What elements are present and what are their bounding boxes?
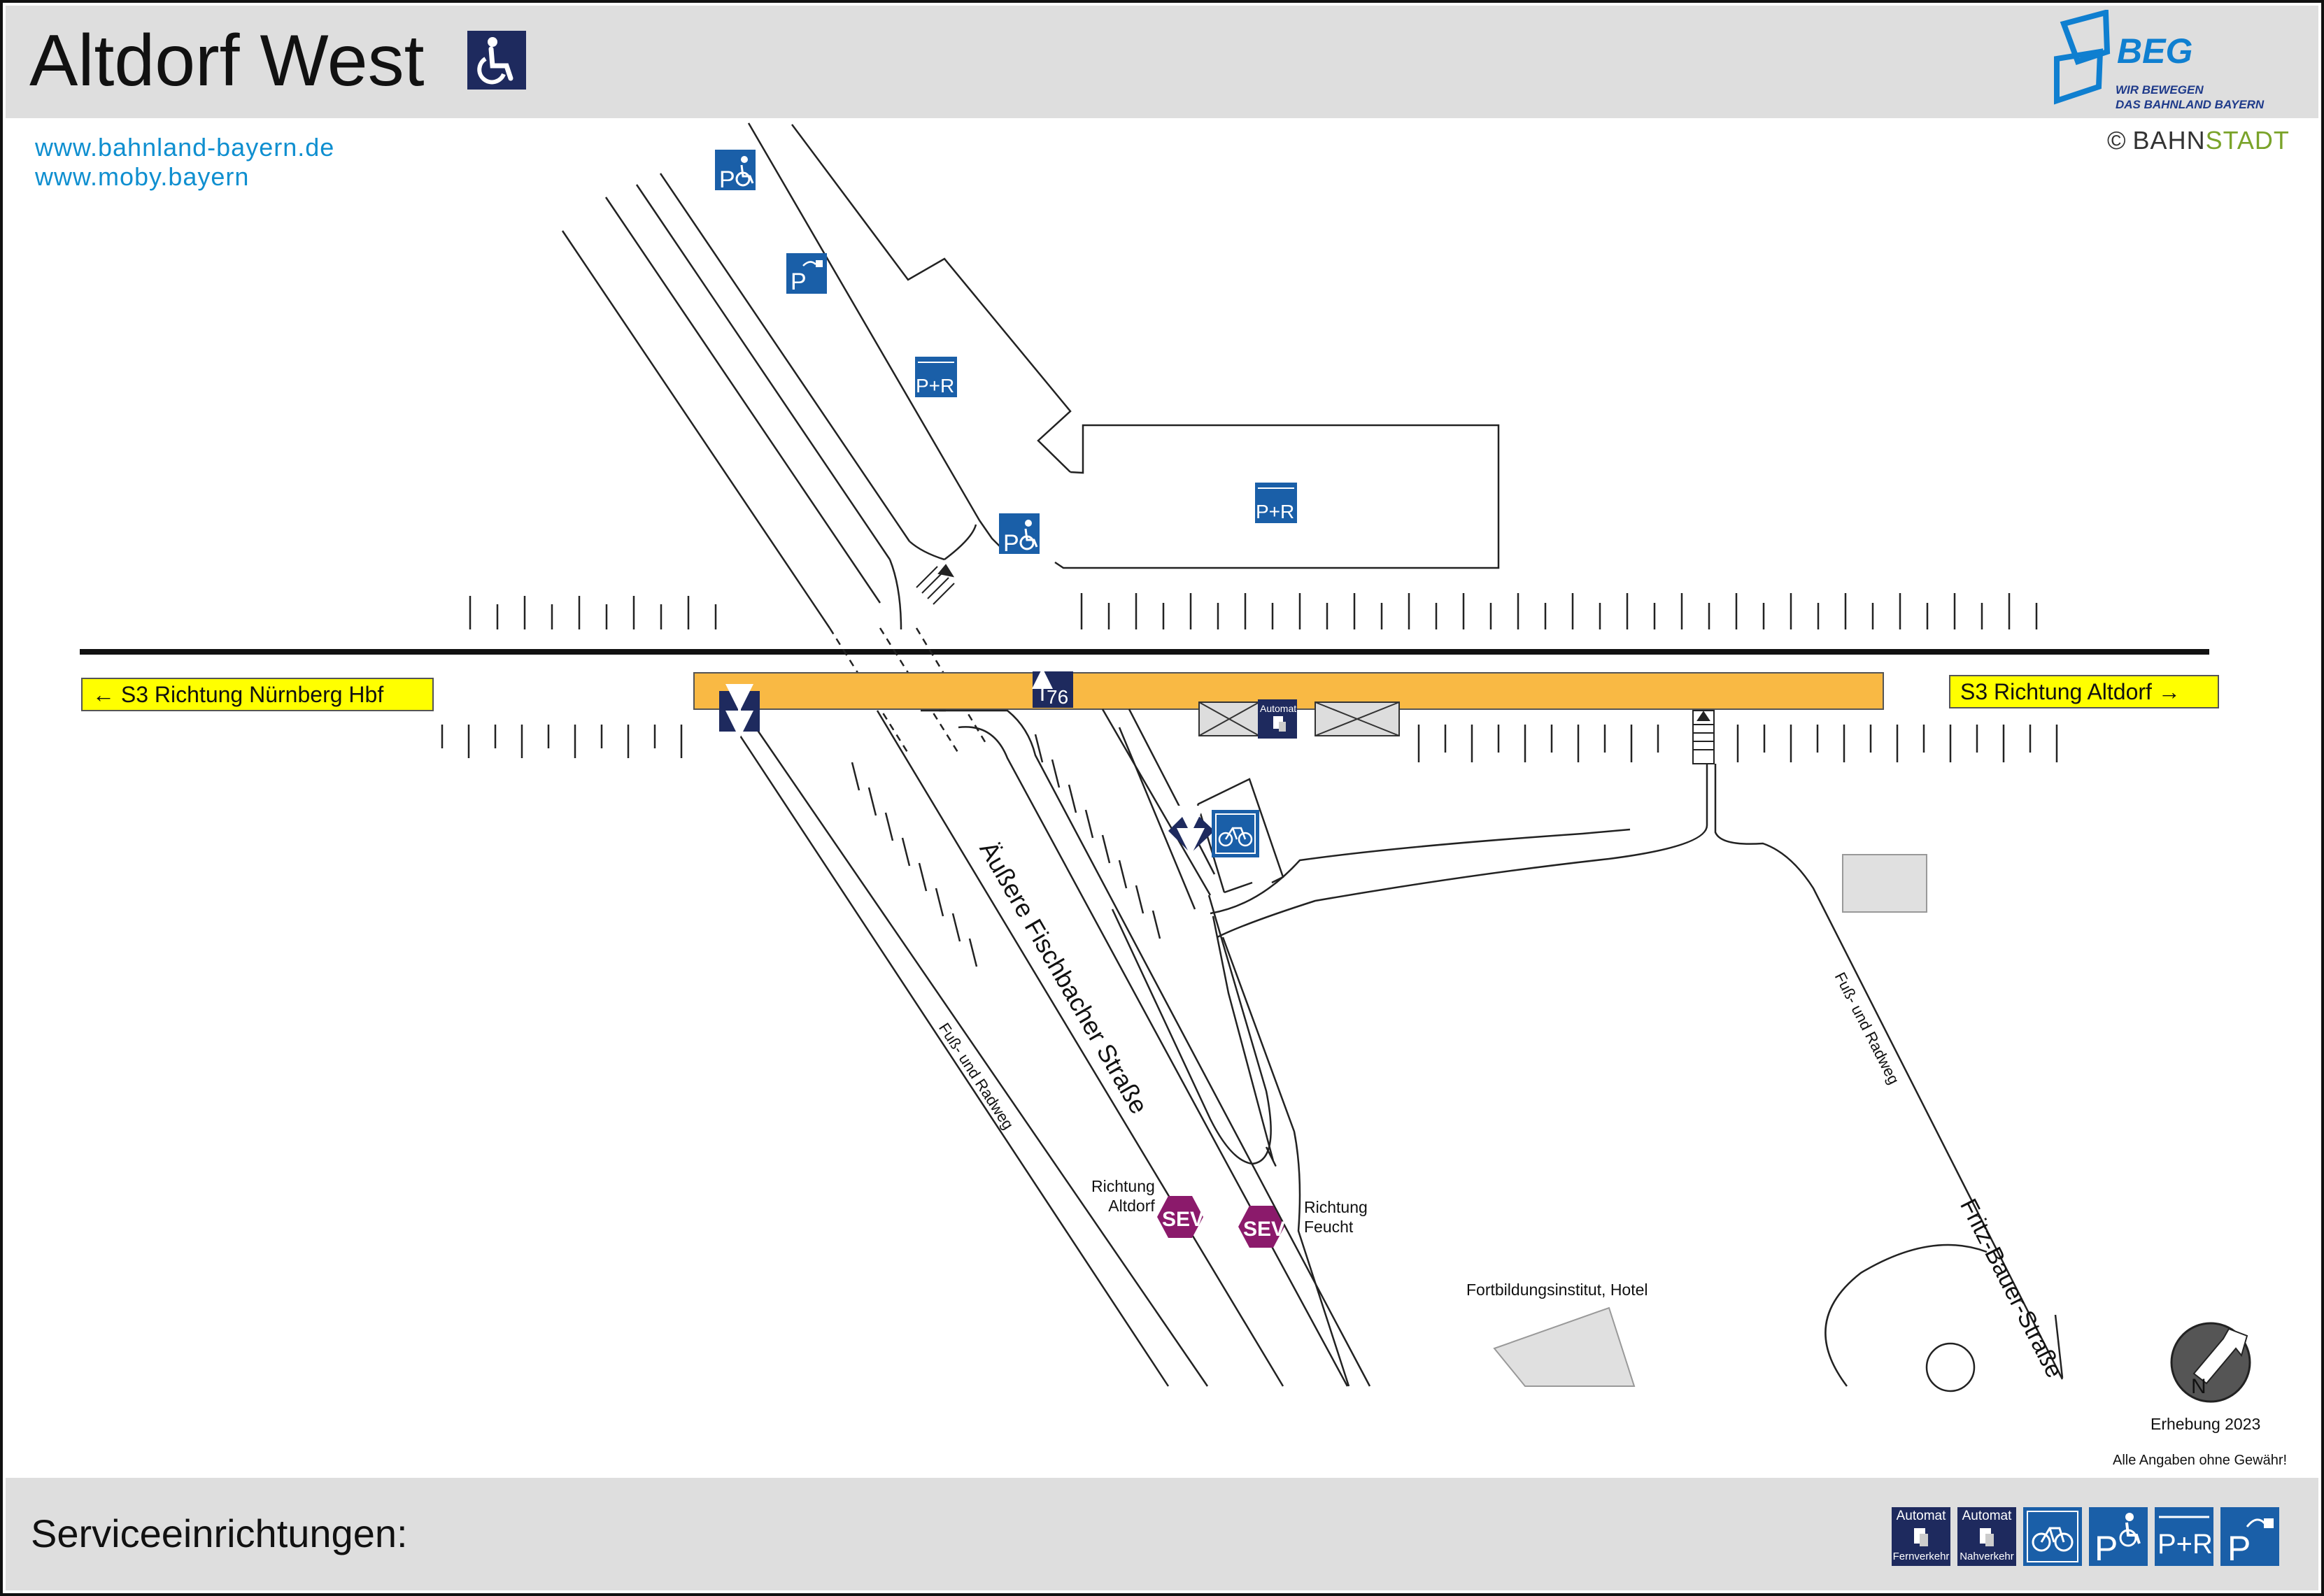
track-tick [1101, 834, 1111, 864]
beg-logo-name: BEG [2117, 31, 2193, 71]
copyright: © BAHNSTADT [2107, 126, 2290, 155]
arrow-right-icon: → [2158, 679, 2181, 704]
website-links: www.bahnland-bayern.de www.moby.bayern [35, 133, 334, 192]
beg-slogan-line-1: WIR BEWEGEN [2116, 83, 2204, 97]
disabled-parking-icon[interactable]: P [715, 150, 756, 193]
beg-slogan: WIR BEWEGEN DAS BAHNLAND BAYERN [2116, 83, 2264, 112]
park-and-ride-icon[interactable]: P+R [915, 357, 957, 397]
service-parking-letter: P [2227, 1529, 2251, 1566]
roads-south [736, 708, 2064, 1392]
service-item-subtitle: Nahverkehr [1960, 1551, 2014, 1562]
track-tick [1068, 784, 1077, 813]
svg-text:P: P [791, 269, 807, 295]
sev-bus-stop-icon[interactable]: SEV [1157, 1196, 1204, 1238]
copyright-name-2: STADT [2205, 126, 2290, 155]
track-tick [867, 787, 877, 816]
elevator-icon-south[interactable] [1168, 806, 1214, 856]
copyright-name-1: BAHN [2132, 126, 2206, 155]
parking-letter: P [719, 166, 735, 193]
bus-direction-feucht-line-1: Richtung [1304, 1198, 1368, 1216]
direction-right-label: S3 Richtung Altdorf [1960, 679, 2152, 704]
track-number: 76 [1047, 686, 1068, 708]
compass-icon [2170, 1322, 2251, 1403]
park-and-ride-icon-east[interactable]: P+R [1255, 483, 1297, 523]
direction-sign-nuernberg: ← S3 Richtung Nürnberg Hbf [81, 678, 434, 711]
survey-year: Erhebung 2023 [2151, 1415, 2261, 1433]
track-tick [1034, 734, 1044, 763]
header-bar [6, 6, 2318, 118]
svg-text:SEV: SEV [1243, 1218, 1285, 1241]
service-parking-letter: P [2095, 1529, 2118, 1566]
svg-text:SEV: SEV [1162, 1208, 1204, 1231]
ticket-machine-regional-icon[interactable]: Automat Nahverkehr [1957, 1507, 2016, 1566]
track-tick [1118, 860, 1128, 889]
track-ticks-north [469, 593, 2038, 629]
sev-bus-stop-icon-2[interactable]: SEV [1238, 1206, 1285, 1248]
bicycle-parking-service-icon[interactable] [2023, 1507, 2082, 1566]
station-name: Altdorf West [29, 20, 425, 101]
embankment-ticks [851, 734, 1161, 967]
bus-direction-altdorf-line-2: Altdorf [1108, 1197, 1155, 1215]
ticket-machine-longdistance-icon[interactable]: Automat Fernverkehr [1892, 1507, 1950, 1566]
svg-text:Automat: Automat [1260, 703, 1296, 714]
platform-shelters [1198, 701, 1400, 736]
ticket-machine-icon[interactable]: Automat [1258, 699, 1297, 739]
bicycle-parking-icon[interactable] [1212, 810, 1259, 857]
service-item-title: Automat [1962, 1509, 2012, 1523]
track-tick [1152, 910, 1161, 939]
service-pr-text: P+R [2158, 1529, 2213, 1560]
track-tick [968, 938, 978, 967]
bus-direction-feucht: Richtung Feucht [1304, 1197, 1368, 1237]
track-tick [851, 762, 860, 791]
track-ticks-south [441, 725, 2058, 762]
svg-text:P+R: P+R [1256, 501, 1294, 522]
track-tick [935, 888, 944, 917]
svg-text:P: P [1003, 530, 1019, 557]
direction-left-label: S3 Richtung Nürnberg Hbf [120, 682, 384, 707]
building-east [1842, 854, 1927, 913]
rail-lines-north [561, 173, 977, 630]
park-and-ride-service-icon[interactable]: P+R [2155, 1507, 2213, 1566]
disabled-parking-service-icon[interactable]: P [2089, 1507, 2148, 1568]
track-tick [1084, 809, 1094, 839]
arrow-left-icon: ← [92, 682, 115, 707]
track-tick [1051, 759, 1061, 788]
stairs-north [916, 564, 955, 605]
beg-slogan-line-2: DAS BAHNLAND BAYERN [2116, 98, 2265, 111]
disabled-parking-icon-2[interactable]: P [999, 513, 1040, 557]
track-tick [918, 862, 928, 892]
direction-sign-altdorf: S3 Richtung Altdorf → [1949, 675, 2219, 708]
copyright-symbol: © [2107, 126, 2126, 155]
service-item-title: Automat [1896, 1509, 1946, 1523]
elevator-icon[interactable] [719, 684, 760, 739]
beg-logo: BEG WIR BEWEGEN DAS BAHNLAND BAYERN [2050, 8, 2288, 115]
poi-institute-label: Fortbildungsinstitut, Hotel [1466, 1281, 1648, 1299]
beg-logo-mark [2054, 8, 2111, 105]
parking-area-outline [747, 122, 1500, 569]
building-institute [1493, 1306, 1636, 1387]
ev-charging-service-icon[interactable]: P [2220, 1507, 2279, 1568]
ev-charging-parking-icon[interactable]: P [786, 253, 827, 295]
service-item-subtitle: Fernverkehr [1892, 1551, 1950, 1562]
bus-direction-altdorf: Richtung Altdorf [1091, 1176, 1155, 1216]
compass-letter: N [2191, 1375, 2206, 1398]
link-bahnland-bayern[interactable]: www.bahnland-bayern.de [35, 133, 335, 162]
services-label: Serviceeinrichtungen: [31, 1511, 408, 1555]
bus-direction-feucht-line-2: Feucht [1304, 1218, 1354, 1236]
track-tick [901, 837, 911, 867]
disclaimer: Alle Angaben ohne Gewähr! [2113, 1453, 2288, 1468]
stairs-east [1692, 710, 1715, 764]
track-tick [951, 913, 961, 942]
link-moby-bayern[interactable]: www.moby.bayern [35, 162, 250, 191]
exit-sign-icon[interactable]: 76 [1032, 668, 1073, 708]
bus-direction-altdorf-line-1: Richtung [1091, 1177, 1155, 1195]
track-tick [1135, 885, 1145, 914]
wheelchair-icon [467, 31, 526, 90]
svg-text:P+R: P+R [916, 375, 954, 397]
track-tick [884, 812, 894, 841]
